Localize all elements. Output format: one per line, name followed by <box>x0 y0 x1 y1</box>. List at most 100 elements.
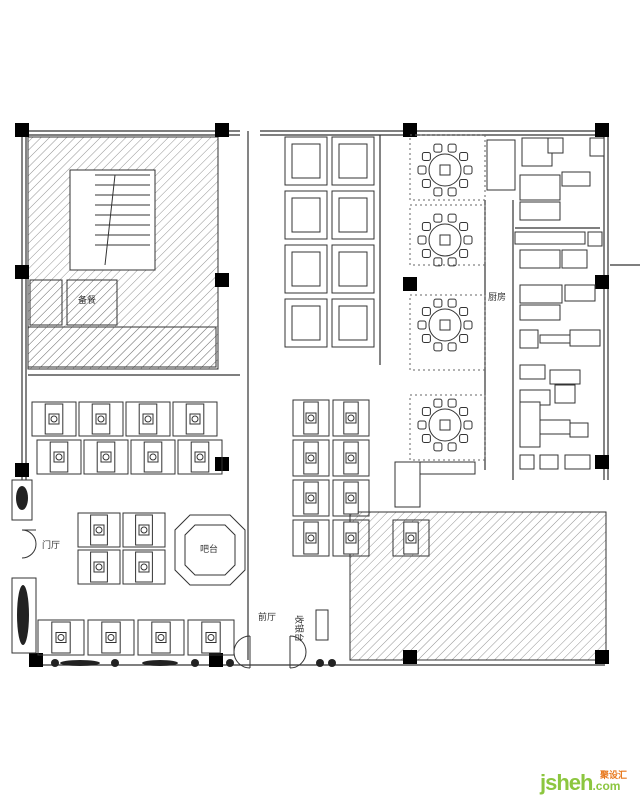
hotpot <box>189 413 201 425</box>
chair <box>433 213 443 223</box>
booth-frame <box>37 619 85 656</box>
booth <box>36 439 82 475</box>
booth <box>137 619 185 656</box>
chair <box>459 221 469 231</box>
kitchen-unit <box>564 454 591 470</box>
hotpot <box>93 524 105 536</box>
hotpot-ring <box>157 634 165 641</box>
chair <box>459 334 469 344</box>
chair <box>433 187 443 197</box>
column <box>29 653 43 667</box>
chair <box>421 151 431 161</box>
chair <box>447 342 457 352</box>
hotpot-ring <box>140 563 148 571</box>
booth <box>125 401 171 437</box>
hotpot-ring <box>347 534 355 542</box>
chair <box>421 434 431 444</box>
kitchen-unit <box>589 137 605 157</box>
hotpot <box>105 632 117 643</box>
kitchen-unit <box>519 329 539 349</box>
hotpot-ring <box>140 526 148 534</box>
table <box>96 441 116 473</box>
booth-frame <box>187 619 235 656</box>
booth-large <box>331 136 375 186</box>
hotpot-ring <box>107 634 115 641</box>
hotpot <box>155 632 167 643</box>
kitchen-unit <box>519 284 563 304</box>
chair <box>417 420 427 430</box>
hotpot-ring <box>191 415 199 423</box>
table <box>190 441 210 473</box>
booth-frame <box>332 439 370 477</box>
table <box>303 401 319 435</box>
hotpot <box>53 451 65 463</box>
round-table <box>428 408 462 442</box>
kitchen-label: 厨房 <box>488 291 506 303</box>
table <box>91 403 111 435</box>
hotpot-ring <box>55 453 63 461</box>
chair <box>459 151 469 161</box>
cashier-label: 收银台 <box>293 615 305 642</box>
booth-frame <box>292 519 330 557</box>
kitchen-unit <box>519 304 561 321</box>
chair <box>433 143 443 153</box>
hotpot <box>305 532 317 544</box>
booth <box>292 519 330 557</box>
table <box>343 521 359 555</box>
hotpot <box>405 532 417 544</box>
booth-inner <box>338 251 368 287</box>
hotpot-ring <box>196 453 204 461</box>
table <box>343 441 359 475</box>
chair <box>421 334 431 344</box>
booth <box>31 401 77 437</box>
hotpot <box>93 561 105 573</box>
kitchen-unit <box>554 384 576 404</box>
booth-large <box>331 190 375 240</box>
table <box>343 481 359 515</box>
table <box>101 621 121 654</box>
kitchen-unit <box>539 419 571 435</box>
chair <box>459 249 469 259</box>
round-table <box>428 308 462 342</box>
room-outline <box>409 204 486 266</box>
booth-large <box>284 244 328 294</box>
hall-hatch <box>349 511 607 661</box>
hotpot <box>138 524 150 536</box>
kitchen-unit <box>561 249 588 269</box>
corridor-hatch <box>27 326 217 368</box>
hotpot-ring <box>207 634 215 641</box>
column <box>403 650 417 664</box>
booth-frame <box>83 439 129 475</box>
chair <box>417 320 427 330</box>
booth-frame <box>392 519 430 557</box>
cashier-desk <box>315 609 329 641</box>
booth-frame <box>122 512 166 548</box>
table <box>143 441 163 473</box>
booth-large <box>284 190 328 240</box>
hotpot <box>100 451 112 463</box>
booth <box>87 619 135 656</box>
booth <box>332 479 370 517</box>
booth-large <box>284 298 328 348</box>
booths <box>31 136 430 656</box>
chair <box>447 257 457 267</box>
hotpot <box>439 234 451 246</box>
chair <box>459 179 469 189</box>
booth-frame <box>125 401 171 437</box>
hotpot <box>439 419 451 431</box>
hotpot-ring <box>347 494 355 502</box>
column <box>215 273 229 287</box>
booth-inner <box>338 305 368 341</box>
table <box>201 621 221 654</box>
hotpot-ring <box>307 534 315 542</box>
booth <box>78 401 124 437</box>
booth-frame <box>78 401 124 437</box>
kitchen-unit <box>569 329 601 347</box>
kitchen-unit <box>394 461 421 508</box>
table <box>303 481 319 515</box>
stair-well <box>69 169 156 271</box>
hotpot <box>142 413 154 425</box>
booth <box>332 439 370 477</box>
private-rooms <box>409 134 486 461</box>
booth <box>292 439 330 477</box>
